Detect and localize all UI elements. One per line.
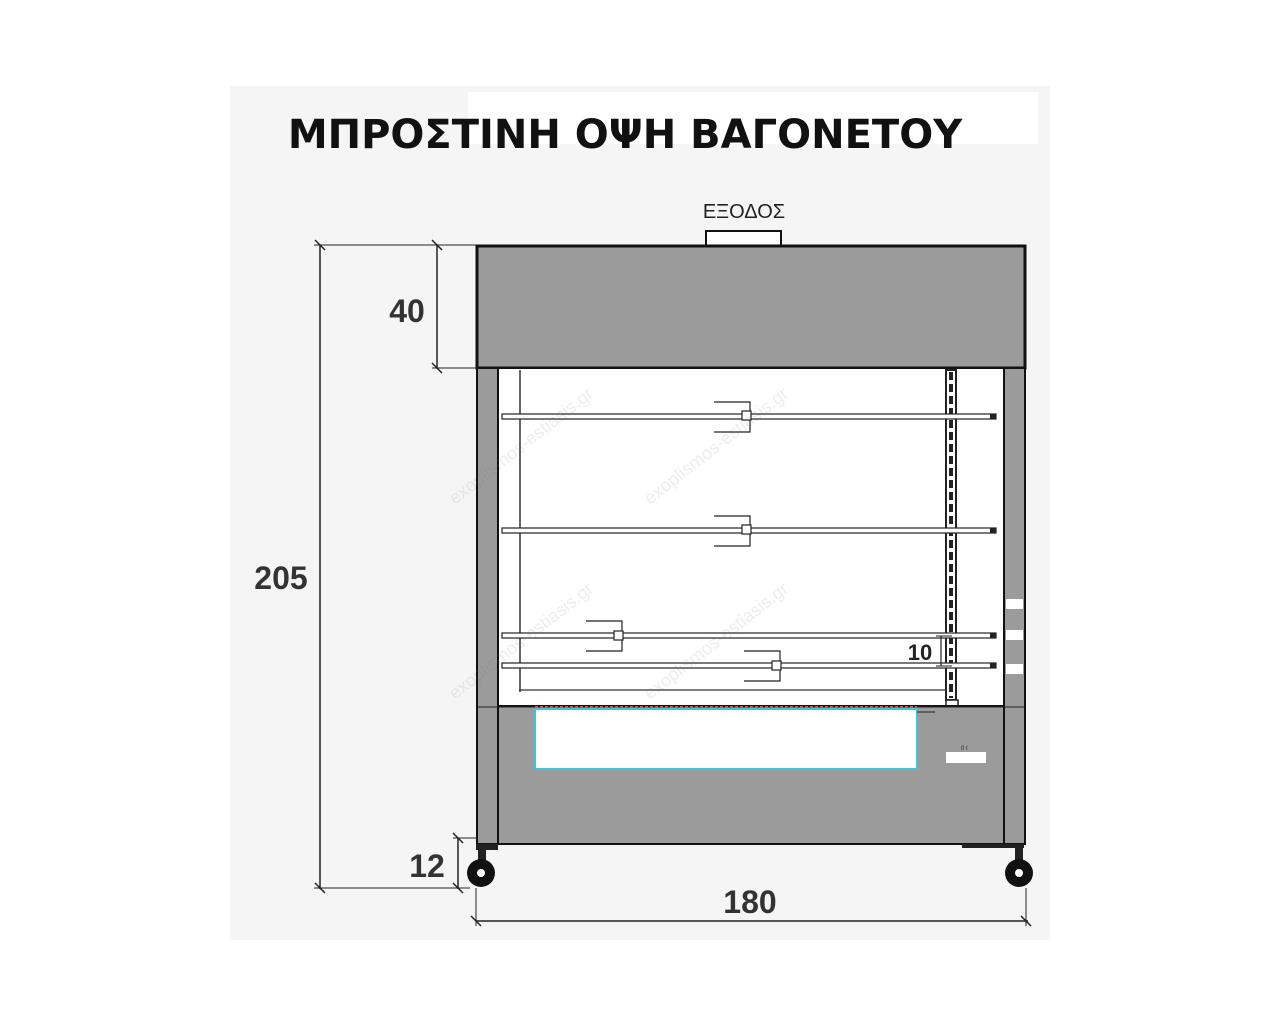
wheel-height-dimension xyxy=(452,832,478,894)
right-foot-plate xyxy=(962,844,1024,848)
total-height-label: 205 xyxy=(254,560,307,596)
width-dimension xyxy=(470,888,1032,927)
right-caster-stem xyxy=(1015,848,1023,862)
left-caster-stem xyxy=(478,850,486,862)
hood xyxy=(475,244,1027,370)
width-label: 180 xyxy=(723,884,776,920)
exhaust-outlet xyxy=(705,230,782,247)
glass-cabinet xyxy=(497,367,1005,707)
indicator-slot-1 xyxy=(1006,599,1023,609)
spit-spacing-label: 10 xyxy=(908,640,932,665)
exit-label: ΕΞΟΔΟΣ xyxy=(703,201,785,223)
switch-mark: 0 I xyxy=(961,746,968,752)
left-foot xyxy=(476,844,498,850)
right-wheel xyxy=(1005,859,1033,887)
spit-4 xyxy=(501,650,997,682)
drawing-title: ΜΠΡΟΣΤΙΝΗ ΟΨΗ ΒΑΓΟΝΕΤΟΥ xyxy=(288,112,963,158)
wheel-height-label: 12 xyxy=(409,848,445,884)
indicator-slot-3 xyxy=(1006,664,1023,674)
drive-chain xyxy=(945,369,959,708)
spit-1 xyxy=(501,401,997,433)
left-wheel xyxy=(467,859,495,887)
spit-3 xyxy=(501,620,997,652)
indicator-slot-2 xyxy=(1006,630,1023,640)
control-switch xyxy=(946,752,986,763)
hood-height-dimension xyxy=(431,239,478,374)
hood-height-label: 40 xyxy=(389,293,425,329)
spit-spacing-dimension xyxy=(936,635,952,667)
title-backdrop xyxy=(468,92,1038,144)
left-column xyxy=(476,367,499,845)
spit-2 xyxy=(501,515,997,547)
drip-drawer xyxy=(534,708,918,770)
total-height-dimension xyxy=(314,239,476,894)
